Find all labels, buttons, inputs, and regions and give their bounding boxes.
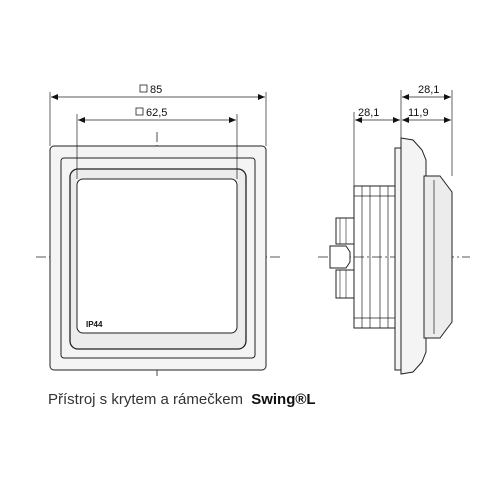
terminal-bottom (335, 269, 355, 299)
front-view (36, 84, 280, 378)
square-symbol-625 (135, 107, 144, 116)
dim-label-119: 11,9 (408, 107, 429, 119)
caption-text: Přístroj s krytem a rámečkem (48, 391, 244, 408)
dim-label-281-mount: 28,1 (358, 107, 379, 119)
mounting-plate (394, 147, 402, 371)
frame-profile (400, 137, 427, 375)
mechanism-body (353, 185, 396, 329)
dim-label-281-top: 28,1 (418, 84, 439, 96)
ip-rating-label: IP44 (86, 320, 103, 329)
dim-label-85: 85 (150, 84, 162, 96)
caption-brand: Swing®L (251, 391, 316, 408)
cover-profile (423, 175, 453, 339)
side-view (318, 90, 470, 375)
terminal-screw (329, 245, 351, 269)
square-symbol-85 (139, 84, 148, 93)
caption: Přístroj s krytem a rámečkem Swing®L (48, 391, 316, 408)
dim-label-625: 62,5 (146, 107, 167, 119)
cover-inner (76, 178, 238, 334)
frame-inner-edge (60, 157, 256, 359)
terminal-top (335, 217, 355, 245)
